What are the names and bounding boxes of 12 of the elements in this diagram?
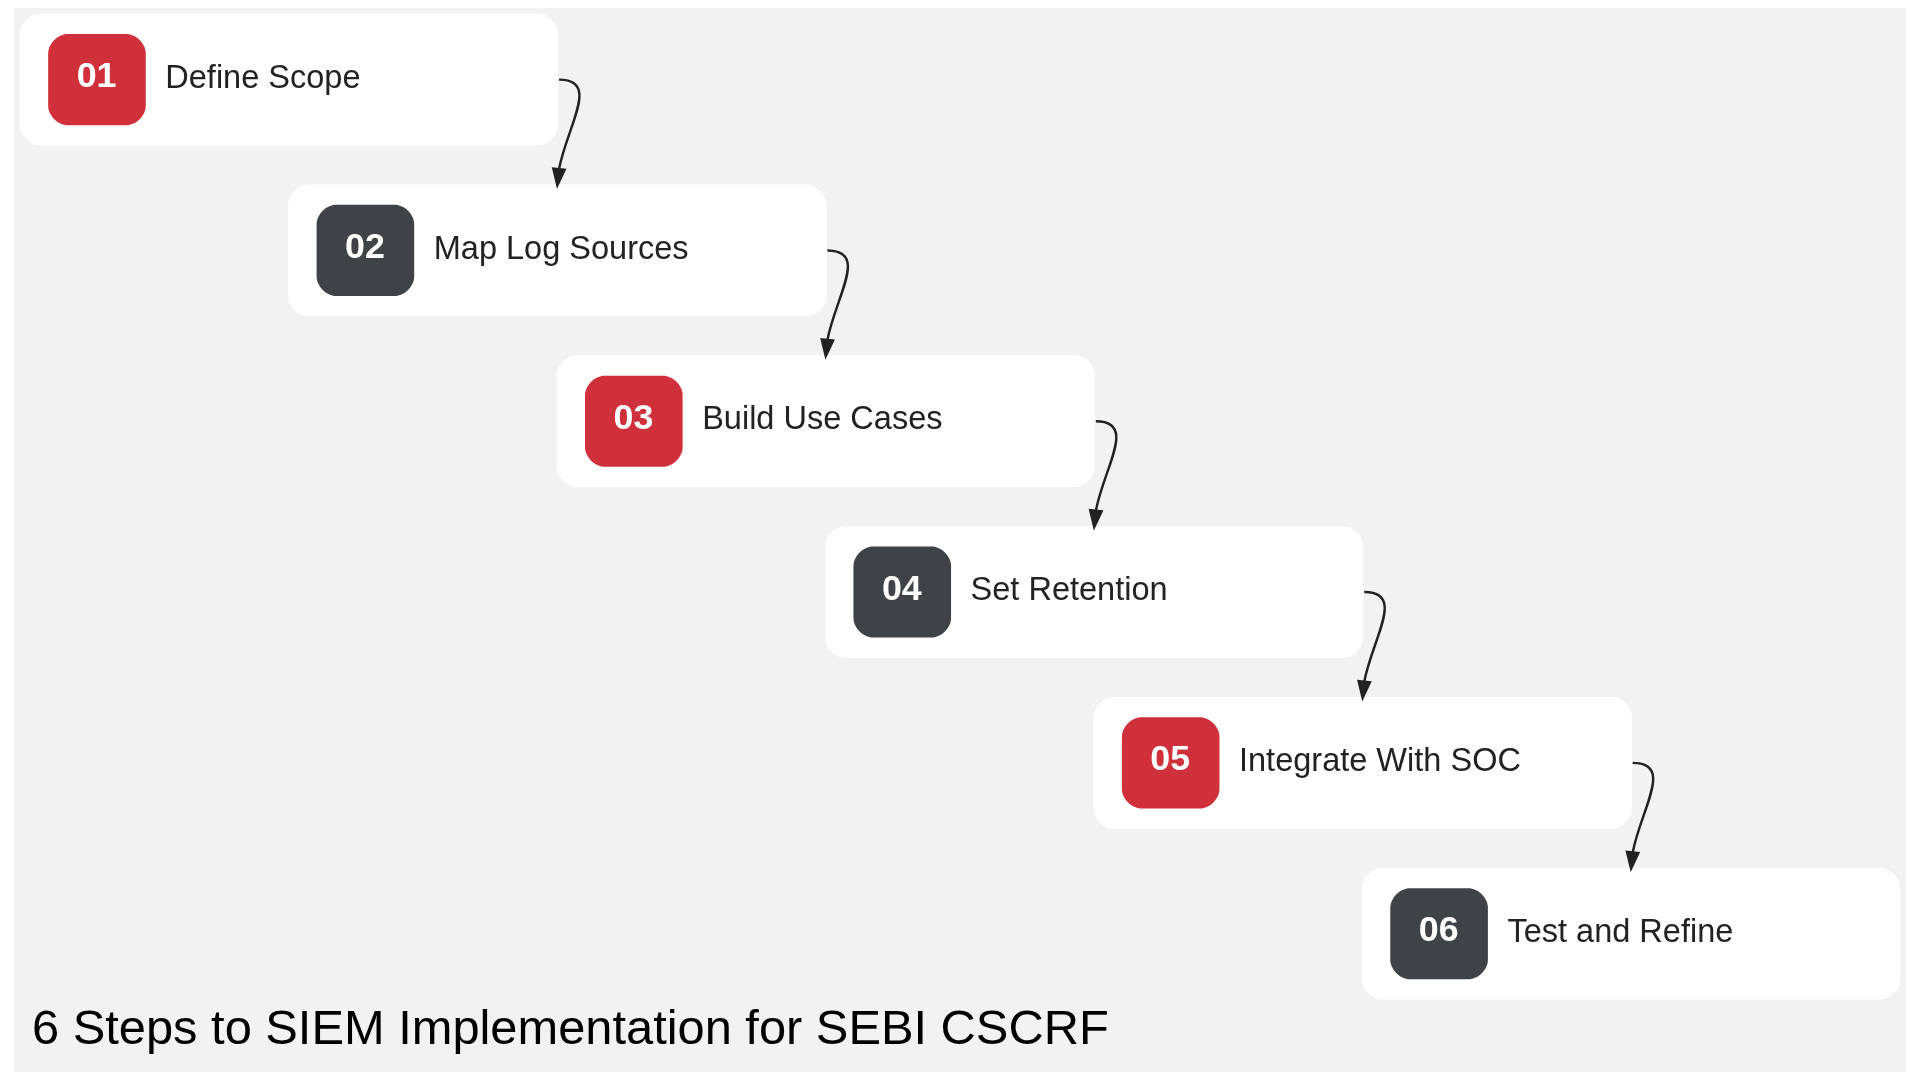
node-box: 01 Define Scope — [19, 13, 559, 146]
arrow — [820, 249, 849, 360]
diagram-title: 6 Steps to SIEM Implementation for SEBI CSCRF — [32, 1000, 1109, 1055]
node-box: 06 Test and Refine — [1361, 867, 1901, 1000]
node-box: 02 Map Log Sources — [288, 184, 827, 317]
arrow — [551, 78, 581, 189]
node-box: 05 Integrate With SOC — [1093, 697, 1632, 829]
node-box: 04 Set Retention — [824, 526, 1364, 658]
node-box: 03 Build Use Cases — [556, 355, 1096, 488]
arrow — [1088, 420, 1118, 531]
arrow — [1357, 590, 1386, 702]
arrow — [1625, 761, 1655, 873]
